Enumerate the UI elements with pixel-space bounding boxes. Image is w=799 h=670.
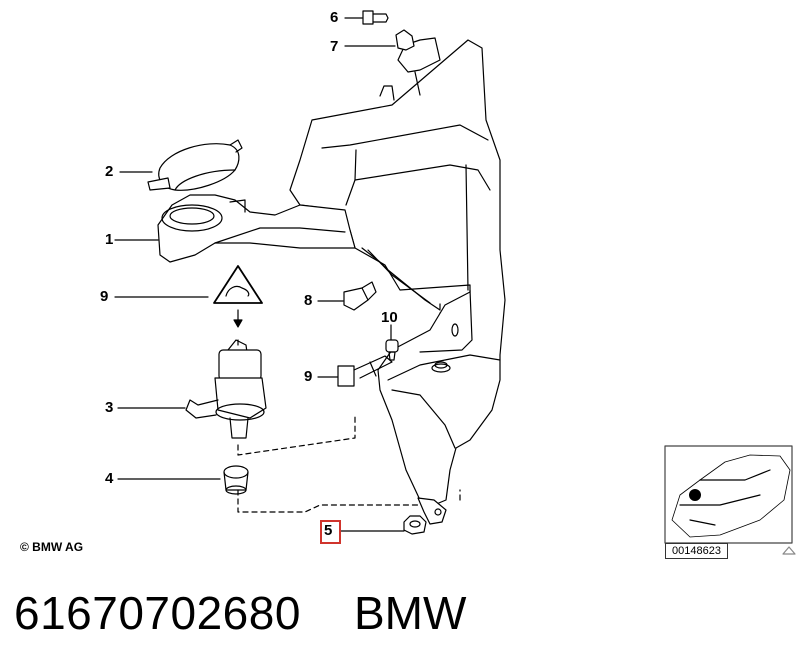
callout-3: 3 [105,399,114,416]
washer-pump [185,339,267,439]
callout-9-upper: 9 [100,288,109,305]
callout-4: 4 [105,470,114,487]
filler-cap [147,139,243,191]
washer-fluid-reservoir [289,37,506,525]
warning-triangle-icon [213,265,263,328]
callout-9-lower: 9 [304,368,313,385]
diagram-id: 00148623 [665,543,728,559]
brand-name: BMW [354,587,467,639]
callout-10: 10 [381,309,398,326]
copyright-text: © BMW AG [20,540,84,554]
filler-neck [157,194,356,263]
nut-5 [403,515,427,535]
car-thumbnail-icon [664,445,793,544]
callout-6: 6 [330,9,339,26]
callout-1: 1 [105,231,114,248]
scroll-triangle-icon [782,546,796,555]
level-sensor-8 [343,281,377,311]
clip-7 [395,29,415,51]
leader-lines [114,17,405,532]
connector-9 [337,355,393,387]
grommet-4 [223,465,249,495]
highlight-box [320,520,341,544]
bolt-6 [362,10,389,25]
part-number: 61670702680 [14,587,301,639]
callout-5: 5 [324,522,333,539]
callout-2: 2 [105,163,114,180]
callout-7: 7 [330,38,339,55]
seal-10 [385,339,399,361]
callout-8: 8 [304,292,313,309]
